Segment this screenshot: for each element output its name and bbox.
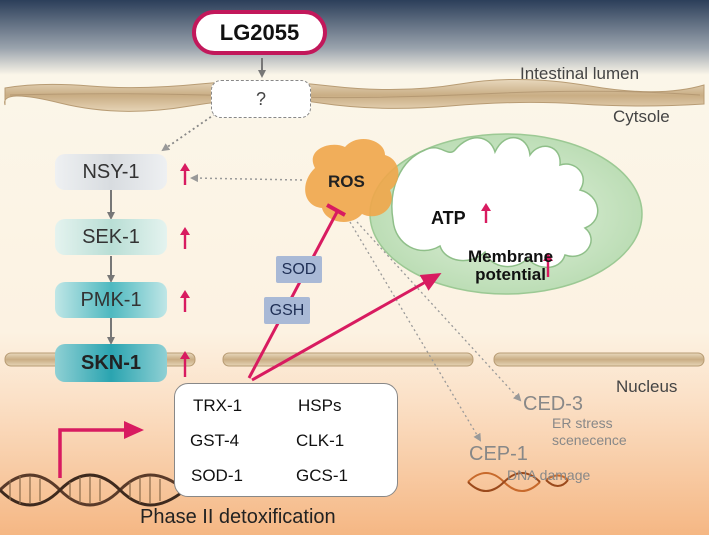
pathway-pmk1-label: PMK-1 (80, 288, 142, 311)
up-arrow-membrane (543, 253, 553, 277)
ced3-senescence: scenecence (552, 432, 627, 448)
up-arrow-atp (481, 203, 491, 223)
lg2055-label: LG2055 (219, 19, 300, 45)
pathway-sek1-label: SEK-1 (82, 225, 140, 248)
up-arrow-pmk1 (180, 290, 190, 312)
mitochondrion (369, 133, 643, 295)
nucleus-label: Nucleus (616, 377, 678, 396)
pathway-nsy1-label: NSY-1 (82, 160, 140, 183)
membrane-line2: potential (475, 265, 546, 284)
arrow-ros-cep1 (349, 221, 482, 442)
up-arrow-nsy1 (180, 163, 190, 185)
pathway-skn1: SKN-1 (55, 344, 167, 382)
ros-blob (305, 138, 399, 222)
arrow-receptor-nsy (161, 113, 216, 152)
gene-trx1: TRX-1 (193, 396, 243, 415)
unknown-receptor-label: ? (255, 88, 266, 109)
cytosol-label: Cytsole (613, 107, 670, 126)
up-arrow-sek1 (180, 227, 190, 249)
gene-sod1: SOD-1 (191, 466, 243, 485)
target-genes-box (174, 383, 398, 497)
pathway-skn1-label: SKN-1 (80, 351, 141, 374)
gsh-label: GSH (269, 301, 305, 319)
phase2-label: Phase II detoxification (140, 506, 336, 528)
gene-gst4: GST-4 (190, 431, 240, 450)
pathway-pmk1: PMK-1 (55, 282, 167, 318)
inhibit-bar (326, 203, 346, 217)
arrow-to-mitochondria (251, 273, 442, 382)
pathway-nsy1: NSY-1 (55, 154, 167, 190)
atp-label: ATP (431, 208, 466, 228)
intestinal-lumen-label: Intestinal lumen (520, 64, 640, 83)
gene-gcs1: GCS-1 (296, 466, 348, 485)
cell-membrane (4, 78, 705, 112)
dna-damage-helix (467, 472, 569, 492)
cep1-dna-damage: DNA damage (507, 467, 591, 483)
unknown-receptor: ? (211, 80, 311, 118)
sod-label: SOD (281, 260, 317, 278)
cep1-label: CEP-1 (469, 443, 528, 465)
ced3-label: CED-3 (523, 393, 584, 415)
pathway-sek1: SEK-1 (55, 219, 167, 255)
gene-hsps: HSPs (298, 396, 342, 415)
gsh-box: GSH (264, 297, 310, 324)
gene-clk1: CLK-1 (296, 431, 345, 450)
up-arrow-skn1 (180, 351, 190, 377)
membrane-line1: Membrane (468, 247, 554, 266)
inhibit-ros-line (247, 211, 339, 379)
ced3-er-stress: ER stress (552, 415, 613, 431)
promoter-arrow (58, 421, 144, 478)
arrow-ros-ced3 (356, 221, 522, 402)
membrane-potential-label: Membrane potential (468, 248, 553, 284)
sod-box: SOD (276, 256, 322, 283)
dna-helix (0, 473, 186, 507)
ros-label: ROS (328, 172, 365, 191)
arrow-ros-nsy (190, 174, 303, 183)
lg2055-probiotic: LG2055 (192, 10, 327, 55)
